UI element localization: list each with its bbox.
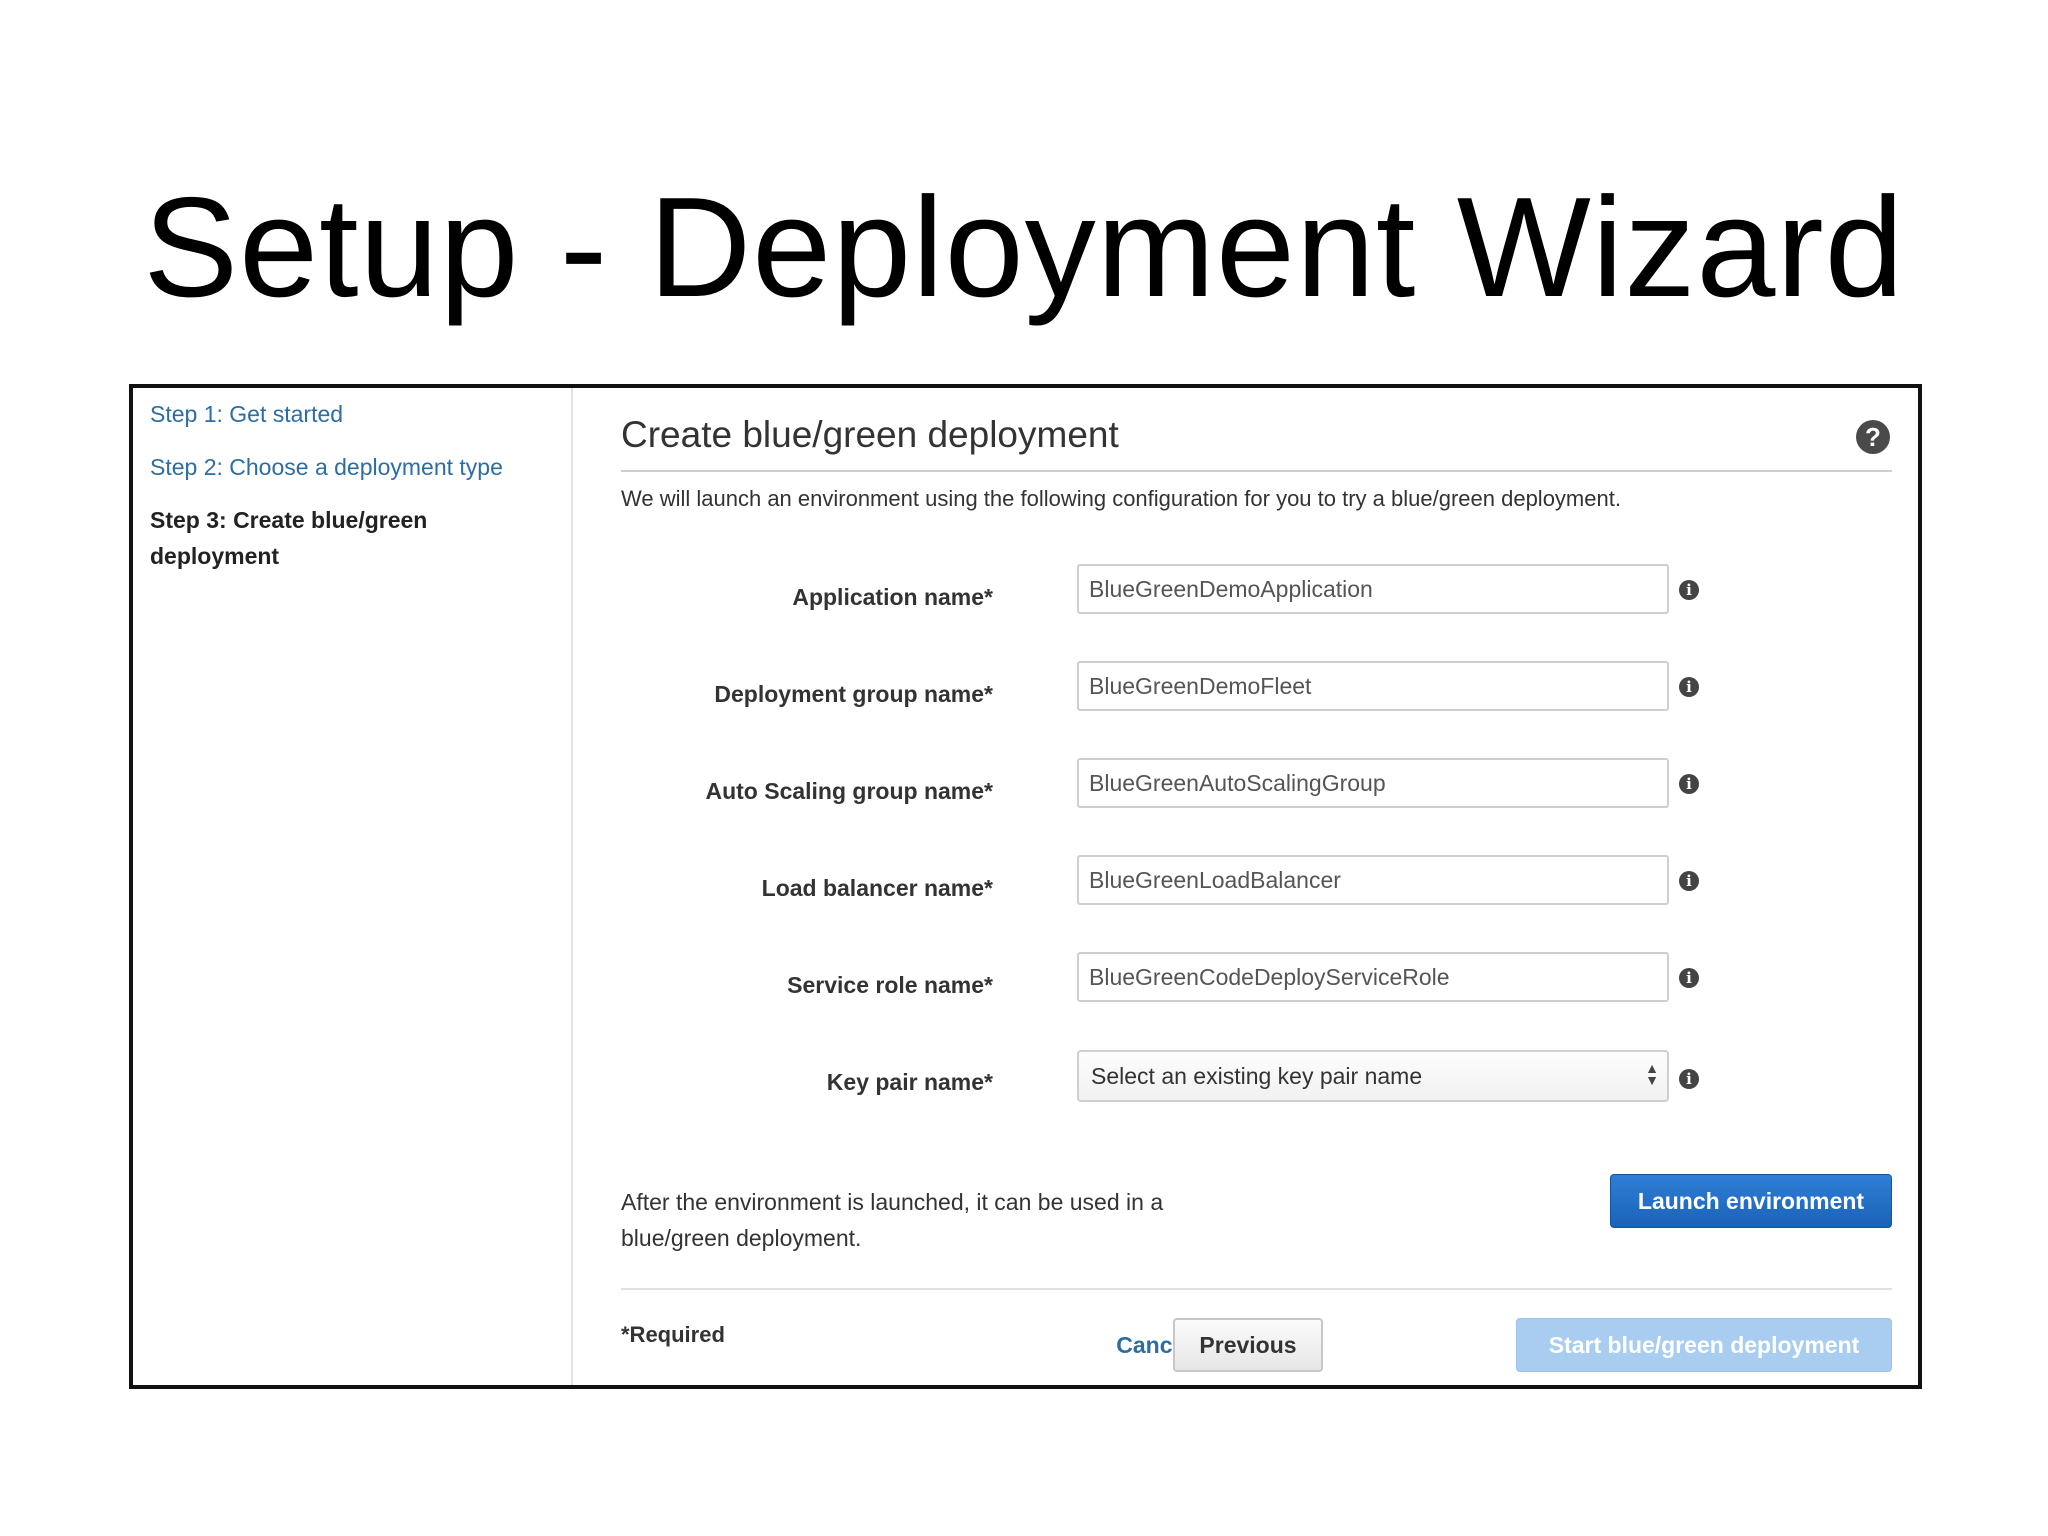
info-icon[interactable]: i (1679, 677, 1699, 697)
footer-divider (621, 1288, 1892, 1290)
auto-scaling-group-name-input[interactable]: BlueGreenAutoScalingGroup (1077, 758, 1669, 808)
key-pair-name-label: Key pair name* (826, 1069, 993, 1095)
deployment-group-name-label: Deployment group name* (714, 681, 993, 707)
previous-button[interactable]: Previous (1173, 1318, 1323, 1372)
step-3-current: Step 3: Create blue/green deployment (150, 507, 428, 569)
title-divider (621, 470, 1892, 472)
wizard-main-panel: Create blue/green deployment ? We will l… (573, 388, 1918, 1385)
service-role-name-label: Service role name* (787, 972, 993, 998)
select-arrows-icon: ▲▼ (1645, 1060, 1659, 1088)
load-balancer-name-input[interactable]: BlueGreenLoadBalancer (1077, 855, 1669, 905)
info-icon[interactable]: i (1679, 871, 1699, 891)
slide-title: Setup - Deployment Wizard (143, 168, 1905, 327)
step-1-link[interactable]: Step 1: Get started (150, 401, 344, 427)
info-icon[interactable]: i (1679, 774, 1699, 794)
info-icon[interactable]: i (1679, 580, 1699, 600)
intro-text: We will launch an environment using the … (621, 486, 1621, 511)
wizard-steps-sidebar: Step 1: Get started Step 2: Choose a dep… (133, 388, 573, 1385)
application-name-label: Application name* (792, 584, 993, 610)
info-icon[interactable]: i (1679, 1069, 1699, 1089)
info-icon[interactable]: i (1679, 968, 1699, 988)
auto-scaling-group-name-label: Auto Scaling group name* (705, 778, 993, 804)
service-role-name-input[interactable]: BlueGreenCodeDeployServiceRole (1077, 952, 1669, 1002)
wizard-screenshot: Step 1: Get started Step 2: Choose a dep… (129, 384, 1922, 1389)
step-2-link[interactable]: Step 2: Choose a deployment type (150, 454, 503, 480)
key-pair-select-value: Select an existing key pair name (1091, 1063, 1423, 1089)
required-note: *Required (621, 1322, 725, 1347)
launch-environment-button[interactable]: Launch environment (1610, 1174, 1892, 1228)
key-pair-name-select[interactable]: Select an existing key pair name ▲▼ (1077, 1050, 1669, 1102)
panel-title: Create blue/green deployment (621, 414, 1119, 455)
application-name-input[interactable]: BlueGreenDemoApplication (1077, 564, 1669, 614)
load-balancer-name-label: Load balancer name* (761, 875, 993, 901)
help-icon[interactable]: ? (1856, 420, 1890, 454)
start-blue-green-deployment-button[interactable]: Start blue/green deployment (1516, 1318, 1892, 1372)
deployment-group-name-input[interactable]: BlueGreenDemoFleet (1077, 661, 1669, 711)
after-launch-text: After the environment is launched, it ca… (621, 1189, 1164, 1251)
